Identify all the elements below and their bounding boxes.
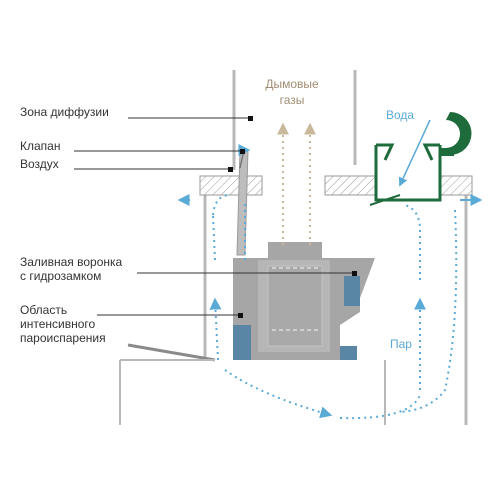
label-diffusion-zone: Зона диффузии — [20, 105, 109, 119]
label-valve: Клапан — [20, 139, 61, 153]
water-label: Вода — [386, 108, 414, 122]
label-funnel-2: с гидрозамком — [20, 269, 102, 283]
steam-label: Пар — [390, 337, 412, 351]
label-funnel-1: Заливная воронка — [20, 255, 123, 269]
chimney — [232, 70, 357, 170]
flue-gas-label-1: Дымовые — [265, 77, 319, 91]
leader-lines — [74, 116, 357, 318]
housing-walls — [119, 195, 468, 425]
flue-gas-flow — [277, 122, 316, 245]
label-evap-3: пароиспарения — [20, 331, 106, 345]
flue-gas-label-2: газы — [280, 93, 305, 107]
valve — [236, 149, 249, 256]
label-evap-2: интенсивного — [20, 317, 96, 331]
air-steam-flow — [177, 119, 483, 420]
label-evap-1: Область — [20, 303, 68, 317]
water-inlet — [369, 112, 472, 206]
label-air: Воздух — [20, 157, 59, 171]
evaporator-body — [233, 242, 375, 360]
